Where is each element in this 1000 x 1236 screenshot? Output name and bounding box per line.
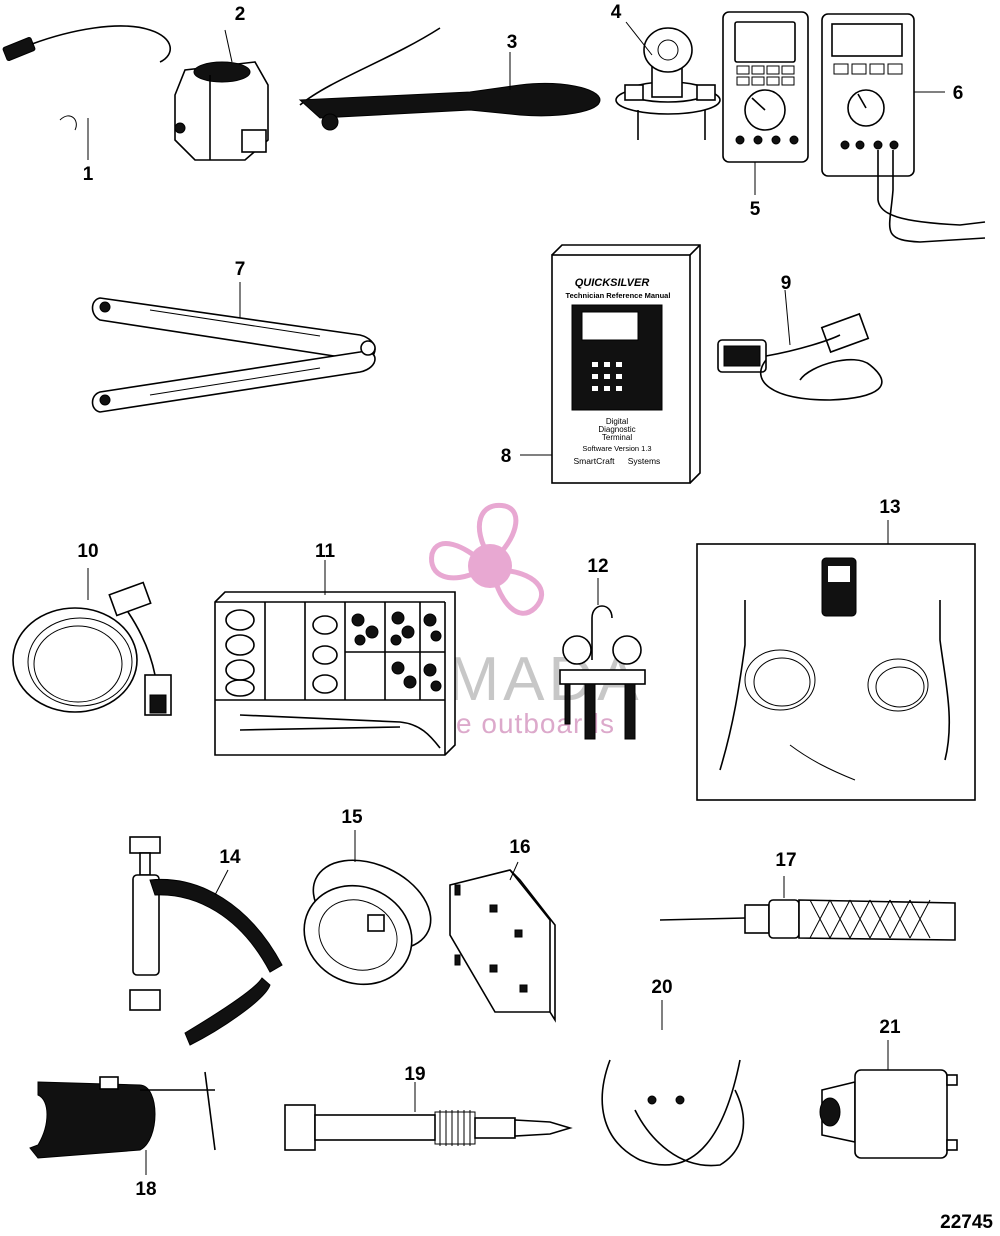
part-4-lifting-eye <box>615 21 721 140</box>
part-20-jumper-leads <box>601 1000 745 1167</box>
callout-4: 4 <box>611 2 622 23</box>
callout-17: 17 <box>775 850 796 871</box>
callout-14: 14 <box>219 847 241 868</box>
callout-2: 2 <box>235 4 246 25</box>
callout-9: 9 <box>781 273 792 294</box>
part-7-spanner-wrench <box>91 282 376 413</box>
watermark-propeller-logo <box>429 502 544 616</box>
part-2-collar <box>174 29 269 161</box>
part-10-cable <box>12 568 172 716</box>
manual-version: Software Version 1.3 <box>582 444 651 453</box>
callout-18: 18 <box>135 1179 156 1200</box>
part-3-handle-tool <box>298 27 601 131</box>
part-11-kit-tray <box>214 560 456 756</box>
callout-5: 5 <box>750 199 761 220</box>
part-16-plate <box>449 861 556 1023</box>
callout-19: 19 <box>404 1064 425 1085</box>
manual-system-right: Systems <box>628 456 661 466</box>
manual-line1: Digital <box>606 417 628 426</box>
part-1-wire <box>2 25 171 160</box>
part-21-socket <box>819 1040 958 1159</box>
manual-line3: Terminal <box>602 433 632 442</box>
figure-id: 22745 <box>940 1212 993 1233</box>
callout-13: 13 <box>879 497 900 518</box>
callout-21: 21 <box>879 1017 901 1038</box>
callout-10: 10 <box>77 541 98 562</box>
part-5-multimeter <box>722 11 809 195</box>
part-6-multimeter-leads <box>821 13 986 243</box>
callout-16: 16 <box>509 837 530 858</box>
callout-6: 6 <box>953 83 964 104</box>
part-17-braided-line <box>659 876 956 941</box>
part-12-gauge-manifold <box>559 578 646 740</box>
callout-7: 7 <box>235 259 246 280</box>
callout-labels: 1 2 3 4 5 6 7 8 9 10 11 12 13 14 15 16 1… <box>77 2 963 1200</box>
manual-system-left: SmartCraft <box>573 456 615 466</box>
part-15-filter-wrench <box>303 830 432 986</box>
manual-title: Technician Reference Manual <box>566 291 671 300</box>
callout-11: 11 <box>315 541 336 562</box>
part-14-pump <box>129 836 283 1046</box>
part-8-reference-manual: QUICKSILVER Technician Reference Manual … <box>520 244 701 484</box>
callout-3: 3 <box>507 32 518 53</box>
callout-1: 1 <box>83 164 94 185</box>
callout-8: 8 <box>501 446 512 467</box>
part-18-c-clamp <box>29 1071 216 1175</box>
part-9-adapter-harness <box>717 289 883 401</box>
manual-brand: QUICKSILVER <box>575 277 650 289</box>
callout-15: 15 <box>341 807 363 828</box>
manual-line2: Diagnostic <box>598 425 635 434</box>
part-19-fitting <box>284 1082 573 1151</box>
callout-12: 12 <box>587 556 608 577</box>
callout-20: 20 <box>651 977 672 998</box>
part-13-diagnostic-kit <box>696 520 976 801</box>
